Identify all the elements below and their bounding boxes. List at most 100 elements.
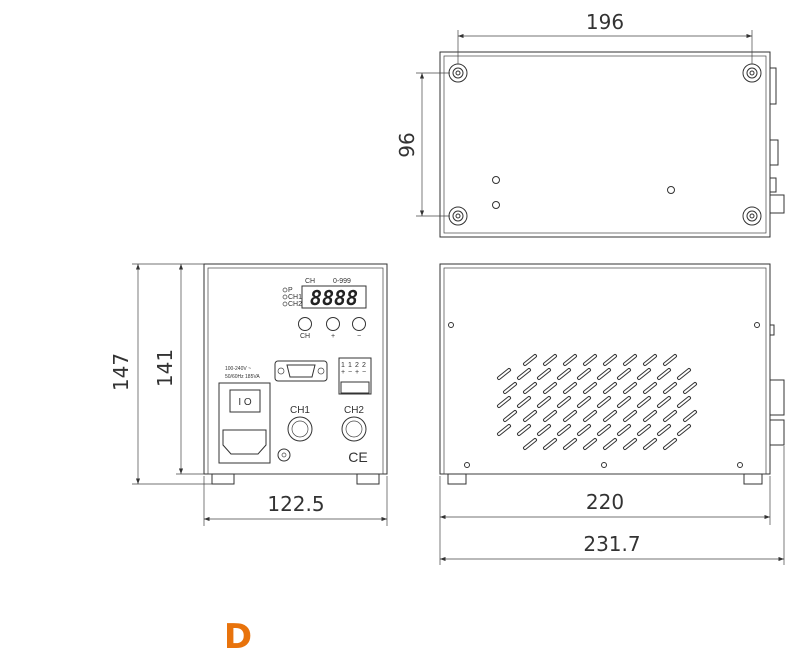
dimension-front-heights: 147 141 <box>109 263 212 485</box>
svg-text:0-999: 0-999 <box>333 278 351 285</box>
vent-slot <box>504 383 516 393</box>
vent-slot <box>664 411 676 421</box>
vent-slot <box>524 355 536 365</box>
vent-slot <box>638 425 650 435</box>
svg-text:1: 1 <box>348 362 352 369</box>
dimension-top-depth: 96 <box>395 72 450 217</box>
vent-slot <box>618 425 630 435</box>
vent-slot <box>544 383 556 393</box>
vent-slot <box>684 383 696 393</box>
vent-slot <box>618 369 630 379</box>
vent-slot <box>644 383 656 393</box>
svg-text:CH: CH <box>305 278 315 285</box>
svg-text:1: 1 <box>341 362 345 369</box>
svg-text:CH1: CH1 <box>288 294 302 301</box>
ce-mark: CE <box>348 449 367 465</box>
vent-slot <box>644 439 656 449</box>
vent-slot <box>564 411 576 421</box>
vent-slot <box>504 411 516 421</box>
vent-slot <box>664 383 676 393</box>
ch-button[interactable] <box>298 317 312 331</box>
vent-slot <box>558 397 570 407</box>
svg-text:+: + <box>355 369 359 376</box>
vent-slot <box>624 411 636 421</box>
dim-196: 196 <box>586 10 624 34</box>
terminal-block <box>338 357 372 395</box>
vent-slot <box>524 383 536 393</box>
vent-slot <box>658 369 670 379</box>
vent-slot <box>604 439 616 449</box>
view-label: D <box>224 617 252 657</box>
vent-slot <box>604 383 616 393</box>
vent-slot <box>604 355 616 365</box>
vent-slot <box>584 439 596 449</box>
vent-slot <box>638 369 650 379</box>
ch2-connector <box>341 416 367 442</box>
ch1-connector <box>287 416 313 442</box>
dim-96: 96 <box>395 132 419 157</box>
vent-slot <box>584 355 596 365</box>
vent-slot <box>518 425 530 435</box>
side-view <box>439 263 785 485</box>
vent-slot <box>564 383 576 393</box>
vent-slot <box>498 397 510 407</box>
vent-slot <box>524 439 536 449</box>
dimension-top-width: 196 <box>457 10 753 64</box>
vent-slot <box>538 397 550 407</box>
vent-slot <box>598 369 610 379</box>
plus-button[interactable] <box>326 317 340 331</box>
vent-slot <box>644 355 656 365</box>
vent-slot <box>664 355 676 365</box>
vent-slot <box>598 397 610 407</box>
vent-slot <box>524 411 536 421</box>
vent-slot <box>604 411 616 421</box>
vent-slot <box>518 369 530 379</box>
vent-slot <box>558 425 570 435</box>
vent-slot <box>684 411 696 421</box>
vent-slot <box>624 439 636 449</box>
svg-text:CH1: CH1 <box>290 405 310 416</box>
vent-slot <box>644 411 656 421</box>
dim-220: 220 <box>586 490 624 514</box>
vent-slot <box>624 383 636 393</box>
vent-slot <box>544 411 556 421</box>
power-switch[interactable] <box>229 389 261 413</box>
vent-slot <box>658 425 670 435</box>
svg-text:2: 2 <box>355 362 359 369</box>
dimension-front-width: 122.5 <box>203 476 388 526</box>
dim-231-7: 231.7 <box>583 532 640 556</box>
svg-text:+: + <box>341 369 345 376</box>
svg-text:+: + <box>331 333 335 340</box>
dim-147: 147 <box>109 353 133 391</box>
vent-slot <box>638 397 650 407</box>
vent-slot <box>564 355 576 365</box>
vent-slot <box>678 369 690 379</box>
front-view: CH 0-999 P CH1 CH2 8888 CH + − 100-240V … <box>203 263 388 485</box>
vent-slot <box>678 397 690 407</box>
vent-slot <box>544 439 556 449</box>
vent-slot <box>678 425 690 435</box>
svg-text:−: − <box>362 369 366 376</box>
vent-slot <box>658 397 670 407</box>
vent-slot <box>578 397 590 407</box>
svg-text:CH2: CH2 <box>288 301 302 308</box>
vent-slot <box>518 397 530 407</box>
vent-slot <box>664 439 676 449</box>
vent-slot <box>578 369 590 379</box>
vent-slot <box>618 397 630 407</box>
vent-slot <box>578 425 590 435</box>
svg-text:CH: CH <box>300 333 310 340</box>
vent-slot <box>584 383 596 393</box>
top-view <box>439 51 785 238</box>
minus-button[interactable] <box>352 317 366 331</box>
ventilation-slots <box>497 354 697 450</box>
vent-slot <box>564 439 576 449</box>
led-display <box>301 285 367 309</box>
vent-slot <box>538 369 550 379</box>
db9-connector <box>274 360 328 382</box>
svg-text:CH2: CH2 <box>344 405 364 416</box>
vent-slot <box>584 411 596 421</box>
dim-122-5: 122.5 <box>267 492 324 516</box>
svg-text:P: P <box>288 287 293 294</box>
svg-text:−: − <box>357 333 361 340</box>
